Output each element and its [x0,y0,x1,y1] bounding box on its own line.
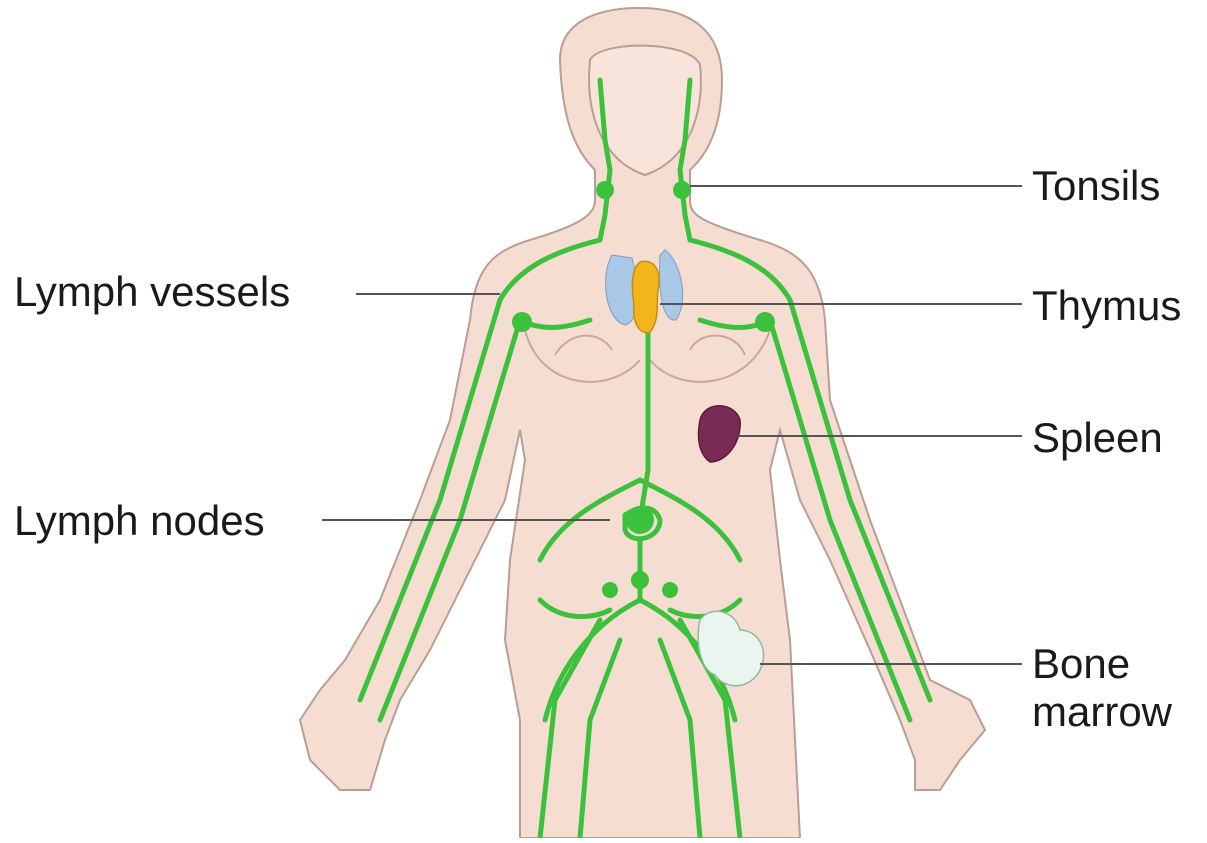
label-spleen: Spleen [1032,414,1163,462]
label-bone-marrow-line2: marrow [1032,688,1172,736]
label-thymus: Thymus [1032,282,1181,330]
label-bone-marrow-line1: Bone [1032,640,1130,688]
label-lymph-vessels: Lymph vessels [14,268,290,316]
body-silhouette [300,8,985,838]
label-lymph-nodes: Lymph nodes [14,497,265,545]
thymus [632,261,659,332]
label-tonsils: Tonsils [1032,162,1160,210]
